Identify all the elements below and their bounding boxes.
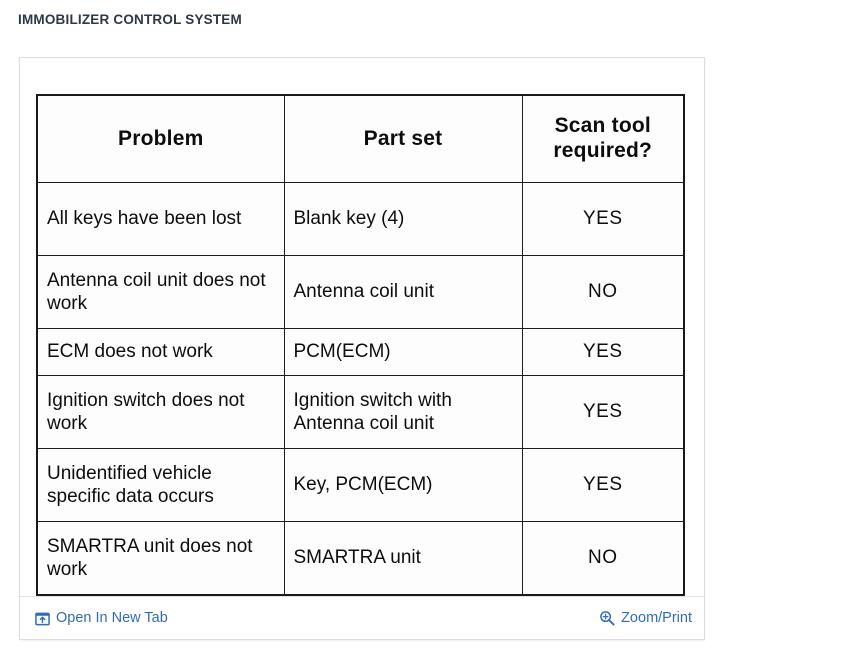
table-row: ECM does not work PCM(ECM) YES: [36, 328, 685, 376]
immobilizer-problem-table: Problem Part set Scan tool required? All…: [36, 94, 685, 596]
column-header-scan-tool-line1: Scan tool: [554, 114, 651, 138]
figure-image-area[interactable]: Problem Part set Scan tool required? All…: [20, 58, 704, 597]
cell-scan-tool-required: YES: [521, 182, 685, 256]
figure-card: Problem Part set Scan tool required? All…: [19, 57, 705, 640]
column-header-scan-tool-line2: required?: [553, 139, 653, 162]
table-row: Antenna coil unit does not work Antenna …: [36, 255, 685, 329]
page-title: IMMOBILIZER CONTROL SYSTEM: [18, 12, 242, 27]
magnifier-plus-icon: [599, 610, 615, 626]
zoom-print-button[interactable]: Zoom/Print: [599, 610, 692, 626]
cell-problem: Ignition switch does not work: [36, 375, 285, 449]
cell-scan-tool-required: YES: [521, 328, 685, 376]
open-in-new-tab-button[interactable]: Open In New Tab: [34, 610, 168, 626]
cell-part-set: SMARTRA unit: [283, 521, 523, 596]
open-in-new-tab-icon: [34, 610, 50, 626]
zoom-print-label: Zoom/Print: [621, 610, 692, 626]
column-header-problem: Problem: [36, 94, 285, 183]
table-row: All keys have been lost Blank key (4) YE…: [36, 182, 685, 256]
cell-problem: Unidentified vehicle specific data occur…: [36, 448, 285, 522]
cell-problem: SMARTRA unit does not work: [36, 521, 285, 596]
cell-problem: Antenna coil unit does not work: [36, 255, 285, 329]
cell-part-set: Key, PCM(ECM): [283, 448, 523, 522]
cell-part-set: Blank key (4): [283, 182, 523, 256]
table-row: Ignition switch does not work Ignition s…: [36, 375, 685, 449]
open-in-new-tab-label: Open In New Tab: [56, 610, 168, 626]
table-row: SMARTRA unit does not work SMARTRA unit …: [36, 521, 685, 596]
cell-scan-tool-required: YES: [521, 375, 685, 449]
column-header-scan-tool-required: Scan tool required?: [521, 94, 685, 183]
column-header-part-set: Part set: [283, 94, 523, 183]
cell-problem: All keys have been lost: [36, 182, 285, 256]
cell-part-set: Antenna coil unit: [283, 255, 523, 329]
table-header-row: Problem Part set Scan tool required?: [36, 94, 685, 183]
cell-scan-tool-required: NO: [521, 521, 685, 596]
table-row: Unidentified vehicle specific data occur…: [36, 448, 685, 522]
figure-toolbar: Open In New Tab Zoom/Print: [20, 596, 704, 639]
cell-part-set: Ignition switch with Antenna coil unit: [283, 375, 523, 449]
cell-scan-tool-required: NO: [521, 255, 685, 329]
cell-problem: ECM does not work: [36, 328, 285, 376]
cell-scan-tool-required: YES: [521, 448, 685, 522]
cell-part-set: PCM(ECM): [283, 328, 523, 376]
